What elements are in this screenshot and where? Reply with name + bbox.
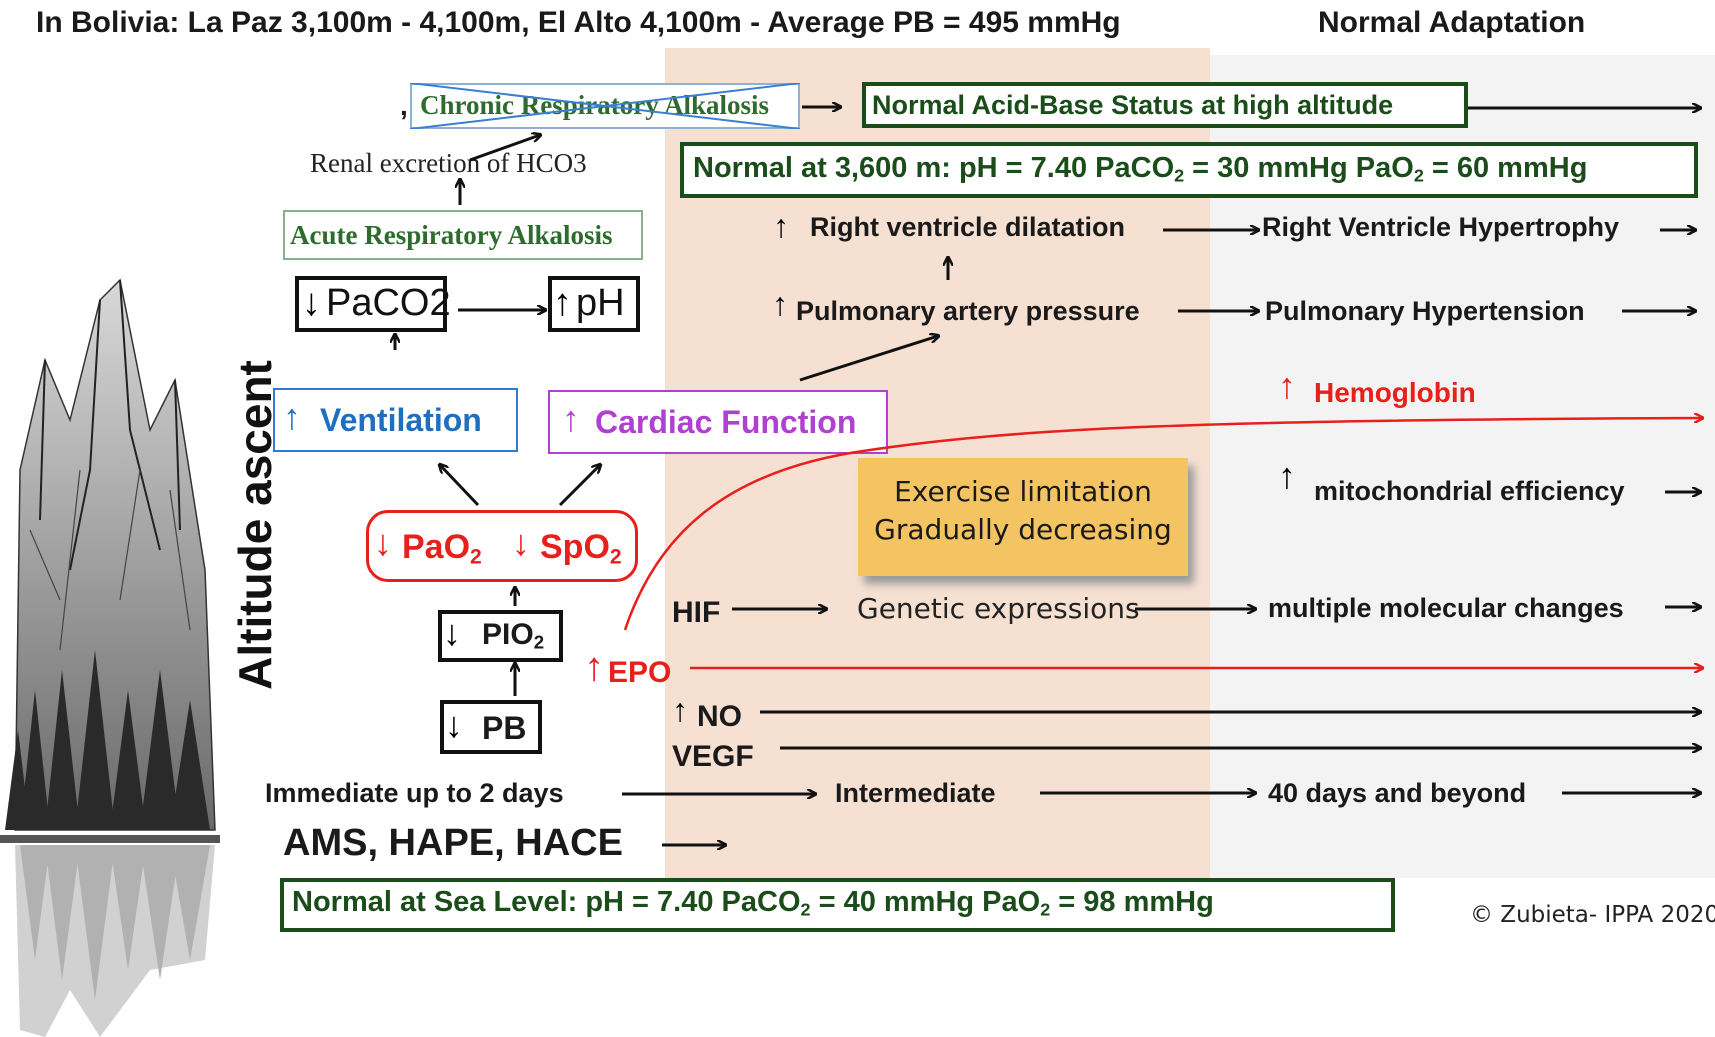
sea-level-label: Normal at Sea Level: pH = 7.40 PaCO2 = 4… (292, 886, 1214, 920)
down-arrow-icon: ↓ (374, 522, 392, 563)
up-arrow-icon: ↑ (772, 286, 788, 322)
mitochondrial-efficiency-label: mitochondrial efficiency (1314, 476, 1625, 506)
mountain-illustration (0, 270, 220, 1037)
intermediate-label: Intermediate (835, 778, 996, 808)
no-label: NO (697, 700, 742, 733)
paco2-label: PaCO2 (326, 282, 451, 324)
cardiac-function-label: Cardiac Function (595, 404, 857, 440)
immediate-label: Immediate up to 2 days (265, 778, 564, 808)
acute-alkalosis-label: Acute Respiratory Alkalosis (290, 220, 613, 250)
down-arrow-icon: ↓ (302, 282, 321, 324)
acid-base-status-label: Normal Acid-Base Status at high altitude (872, 90, 1394, 120)
spo2-label: SpO2 (540, 528, 622, 569)
down-arrow-icon: ↓ (445, 704, 463, 745)
forty-days-label: 40 days and beyond (1268, 778, 1527, 808)
normal-3600-box (680, 142, 1698, 198)
ventilation-label: Ventilation (320, 402, 482, 438)
pb-label: PB (482, 710, 527, 746)
arrow (440, 465, 480, 507)
up-arrow-icon: ↑ (672, 692, 688, 728)
up-arrow-icon: ↑ (553, 282, 572, 324)
exercise-line-1: Exercise limitation (894, 475, 1152, 508)
acute-alkalosis-box (283, 210, 643, 260)
pulmonary-hypertension-label: Pulmonary Hypertension (1265, 296, 1585, 326)
paco2-box (295, 276, 447, 332)
hif-label: HIF (672, 596, 721, 629)
vegf-label: VEGF (672, 740, 754, 773)
illness-label: AMS, HAPE, HACE (283, 822, 623, 864)
pap-label: Pulmonary artery pressure (796, 296, 1140, 326)
pio2-box (438, 610, 563, 662)
pao2-label: PaO2 (402, 528, 482, 569)
down-arrow-icon: ↓ (512, 522, 530, 563)
strike-through (410, 83, 800, 129)
down-arrow-icon: ↓ (443, 612, 461, 653)
up-arrow-icon: ↑ (1278, 365, 1296, 406)
pao2-spo2-box (366, 510, 638, 582)
normal-3600-label: Normal at 3,600 m: pH = 7.40 PaCO2 = 30 … (693, 152, 1588, 186)
rv-hypertrophy-label: Right Ventricle Hypertrophy (1262, 212, 1620, 242)
sea-level-box (280, 878, 1395, 932)
renal-excretion-label: Renal excretion of HCO3 (310, 148, 587, 178)
up-arrow-icon: ↑ (562, 398, 580, 439)
arrow (558, 465, 600, 507)
epo-label: EPO (608, 656, 672, 689)
header-title: In Bolivia: La Paz 3,100m - 4,100m, El A… (36, 6, 1121, 39)
genetic-expressions-label: Genetic expressions (857, 592, 1140, 625)
up-arrow-icon: ↑ (773, 208, 789, 244)
ventilation-box (273, 388, 518, 452)
pio2-label: PIO2 (482, 618, 545, 653)
multiple-molecular-label: multiple molecular changes (1268, 593, 1624, 623)
acid-base-status-box (862, 82, 1468, 128)
copyright-label: © Zubieta- IPPA 2020 (1470, 902, 1715, 928)
up-arrow-icon: ↑ (1278, 455, 1296, 496)
up-arrow-icon: ↑ (283, 396, 301, 437)
up-arrow-icon: ↑ (584, 645, 604, 689)
hemoglobin-label: Hemoglobin (1314, 377, 1476, 408)
rv-dilatation-label: Right ventricle dilatation (810, 212, 1126, 242)
ph-box (548, 276, 640, 332)
comma-mark: , (400, 90, 408, 121)
ph-label: pH (576, 282, 625, 324)
exercise-line-2: Gradually decreasing (874, 513, 1172, 546)
pb-box (440, 700, 542, 754)
header-right-title: Normal Adaptation (1318, 6, 1586, 39)
